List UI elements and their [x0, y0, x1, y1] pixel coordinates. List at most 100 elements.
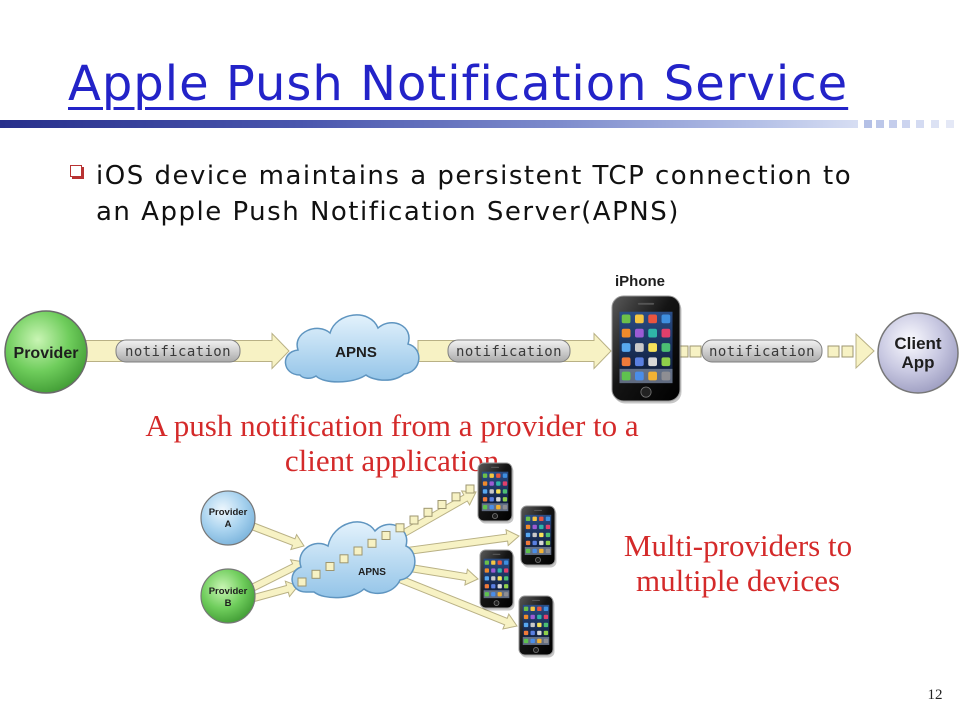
dock-icon [502, 505, 508, 510]
app-icon [497, 560, 502, 565]
app-icon [532, 532, 537, 538]
app-icon [545, 524, 551, 530]
app-icon [530, 606, 535, 612]
app-icon [489, 481, 494, 486]
notification-label: notification [456, 344, 562, 360]
dock-icon [545, 548, 551, 554]
app-icon [621, 343, 631, 352]
app-icon [621, 314, 631, 324]
provider-label: Provider [14, 345, 79, 362]
app-icon [482, 497, 488, 502]
app-icon [661, 343, 671, 352]
app-icon [539, 540, 544, 546]
app-icon [523, 630, 529, 636]
app-icon [504, 576, 509, 581]
caption-line: multiple devices [635, 563, 841, 598]
arrow-apns-to-device-2 [398, 528, 520, 557]
packet-square [297, 577, 307, 587]
app-icon [530, 622, 535, 628]
app-icon [496, 481, 501, 486]
home-button [533, 647, 539, 653]
app-icon [545, 540, 551, 546]
packet-square [339, 554, 349, 564]
device-1 [477, 462, 514, 524]
dock-icon [532, 548, 537, 554]
dock-icon [497, 592, 502, 597]
dock-icon [504, 592, 509, 597]
packet-square [423, 507, 433, 517]
app-icon [537, 606, 542, 612]
phone-speaker [637, 302, 655, 305]
packet-square [827, 345, 840, 358]
pill-shape [115, 339, 241, 363]
app-icon [525, 540, 531, 546]
home-button [493, 600, 500, 606]
home-button [640, 386, 652, 398]
dock-icon [530, 638, 535, 644]
app-icon [496, 473, 501, 478]
title-rule-square [902, 120, 910, 128]
app-icon [539, 524, 544, 530]
home-button [492, 513, 498, 520]
home-button [535, 557, 541, 563]
app-icon [537, 622, 542, 628]
app-icon [502, 481, 508, 486]
app-icon [496, 489, 501, 494]
dock-icon [621, 371, 631, 381]
dock-icon [634, 371, 644, 381]
app-icon [491, 576, 496, 581]
phone-speaker [492, 553, 501, 555]
app-icon [545, 516, 551, 522]
caption-line: client application [284, 443, 500, 478]
app-icon [532, 524, 537, 530]
iphone-label: iPhone [615, 273, 665, 290]
app-icon [532, 540, 537, 546]
app-icon [523, 606, 529, 612]
packet-square [465, 484, 475, 494]
title-rule-square [946, 120, 954, 128]
app-icon [491, 560, 496, 565]
apns-cloud [291, 521, 416, 599]
app-icon [523, 614, 529, 620]
bullet-text: iOS device maintains a persistent TCP co… [96, 158, 852, 230]
title-rule-square [876, 120, 884, 128]
app-icon [537, 630, 542, 636]
app-icon [484, 560, 489, 565]
app-icon [489, 497, 494, 502]
title-rule-square [931, 120, 939, 128]
app-icon [504, 568, 509, 573]
app-icon [532, 516, 537, 522]
app-icon [482, 489, 488, 494]
single-provider-caption: A push notification from a provider to a… [92, 408, 692, 478]
client-label-line: App [901, 353, 934, 372]
apns-label: APNS [358, 567, 386, 578]
dock-icon [491, 592, 496, 597]
app-icon [497, 576, 502, 581]
packet-square [325, 562, 335, 571]
caption-line: Multi-providers to [623, 528, 853, 563]
packet-square [367, 538, 377, 548]
dock-icon [661, 371, 671, 381]
bullet-line: iOS device maintains a persistent TCP co… [96, 161, 853, 191]
phone-speaker [533, 509, 543, 512]
notification-pill: notification [115, 339, 241, 363]
app-icon [502, 497, 508, 502]
app-icon [523, 622, 529, 628]
packet-square [451, 492, 461, 502]
notification-label: notification [709, 344, 815, 360]
iphone-image [611, 295, 682, 404]
provider-b-label-line: B [225, 598, 232, 609]
title-rule-square [889, 120, 897, 128]
packet-square [381, 531, 391, 540]
pill-shape [447, 339, 571, 363]
single-provider-diagram: Provider APNS notification notification … [4, 273, 959, 404]
app-icon [489, 473, 494, 478]
apns-label: APNS [335, 344, 377, 361]
arrow-provider-a-to-apns [250, 522, 305, 551]
bullet-marker [70, 165, 82, 177]
phone-dock [524, 546, 552, 555]
phone-dock [522, 636, 550, 645]
app-icon [634, 357, 644, 367]
dock-icon [482, 505, 488, 510]
